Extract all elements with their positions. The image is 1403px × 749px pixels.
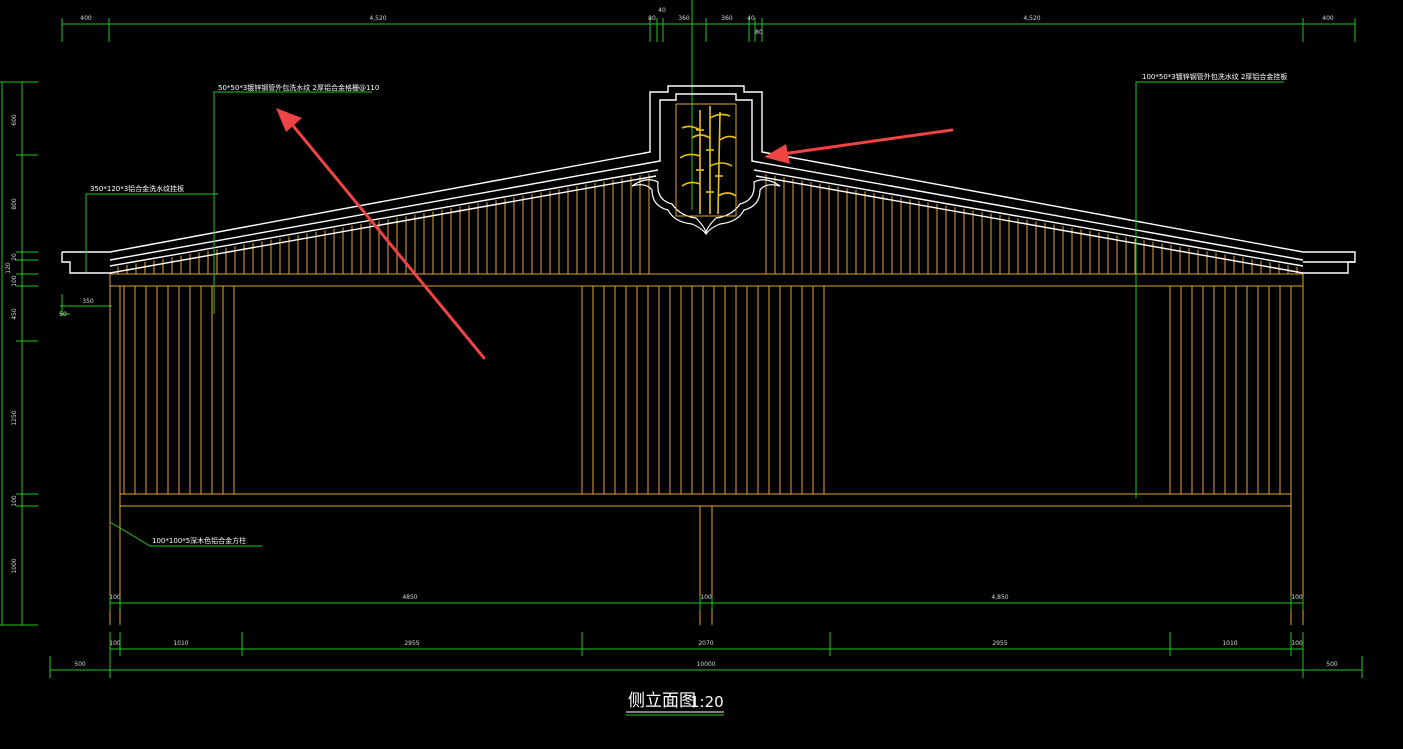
top-dim-1: 4,520 xyxy=(369,15,386,22)
ridge-ornament-panel xyxy=(675,103,737,217)
top-dim-9: 400 xyxy=(1322,15,1334,22)
right-note: 100*50*3镀锌钢管外包洗水纹 2厚铝合金挂板 xyxy=(1142,72,1287,81)
left-dimension-chain xyxy=(0,81,38,626)
bottom-row1-dim-2: 100 xyxy=(700,594,712,601)
left-offset-dim-0: 350 xyxy=(82,298,94,305)
left-dim-5: 450 xyxy=(11,308,18,320)
eave-note: 350*120*3铝合金洗水纹挂板 xyxy=(90,184,184,193)
bamboo-ornament-icon xyxy=(679,106,737,215)
bottom-row1-dim-3: 4,850 xyxy=(991,594,1008,601)
top-dim-8: 4,520 xyxy=(1023,15,1040,22)
left-dim-6: 1250 xyxy=(11,410,18,425)
top-dim-5: 360 xyxy=(721,15,733,22)
bottom-row2-dim-5: 1010 xyxy=(1222,640,1237,647)
screen-slats xyxy=(123,286,1281,494)
top-dim-7: 80 xyxy=(755,29,763,36)
bottom-row1-dim-4: 100 xyxy=(1291,594,1303,601)
left-offset-dims xyxy=(60,294,112,316)
bottom-dimension-row-1 xyxy=(109,596,1304,610)
rafter-note: 50*50*3镀锌钢管外包洗水纹 2厚铝合金格栅@110 xyxy=(218,83,379,92)
ridge-ornament-frame xyxy=(631,179,781,236)
annotation-arrow-right xyxy=(764,128,954,164)
annotation-arrow-left xyxy=(276,108,486,360)
top-dim-3: 80 xyxy=(648,15,656,22)
bottom-row1-dim-1: 4850 xyxy=(402,594,417,601)
bottom-row2-dim-0: 100 xyxy=(109,640,121,647)
bottom-row2-dim-6: 100 xyxy=(1291,640,1303,647)
structure-beams xyxy=(109,273,1304,625)
bottom-row2-dim-3: 2070 xyxy=(698,640,713,647)
top-dim-6: 40 xyxy=(747,15,755,22)
left-dim-3: 120 xyxy=(5,262,12,274)
bottom-row1-dim-0: 100 xyxy=(109,594,121,601)
bottom-row2-dim-4: 2955 xyxy=(992,640,1007,647)
bottom-row2-dim-1: 1010 xyxy=(173,640,188,647)
left-dim-4: 100 xyxy=(11,275,18,287)
left-dim-1: 800 xyxy=(11,198,18,210)
bottom-row3-dim-1: 10000 xyxy=(696,661,715,668)
top-dim-2: 40 xyxy=(658,7,666,14)
bottom-dimension-row-3 xyxy=(49,656,1363,678)
bottom-row3-dim-0: 500 xyxy=(74,661,86,668)
left-offset-dim-1: 50 xyxy=(59,311,67,318)
bottom-row2-dim-2: 2955 xyxy=(404,640,419,647)
left-dim-2: 20 xyxy=(11,253,18,261)
top-dim-0: 400 xyxy=(80,15,92,22)
bottom-row3-dim-2: 500 xyxy=(1326,661,1338,668)
left-dim-0: 600 xyxy=(11,114,18,126)
post-note: 100*100*5深木色铝合金方柱 xyxy=(152,536,246,545)
top-dimension-chain xyxy=(61,18,1356,42)
left-dim-8: 1000 xyxy=(11,558,18,573)
leader-lines xyxy=(85,81,1284,547)
drawing-scale: 1:20 xyxy=(690,693,724,711)
gable-battens xyxy=(117,173,1298,274)
bottom-dimension-row-2 xyxy=(109,632,1304,656)
roof-outline xyxy=(61,85,1356,274)
top-dim-4: 360 xyxy=(678,15,690,22)
drawing-title: 侧立面图 xyxy=(628,691,696,711)
left-dim-7: 100 xyxy=(11,495,18,507)
